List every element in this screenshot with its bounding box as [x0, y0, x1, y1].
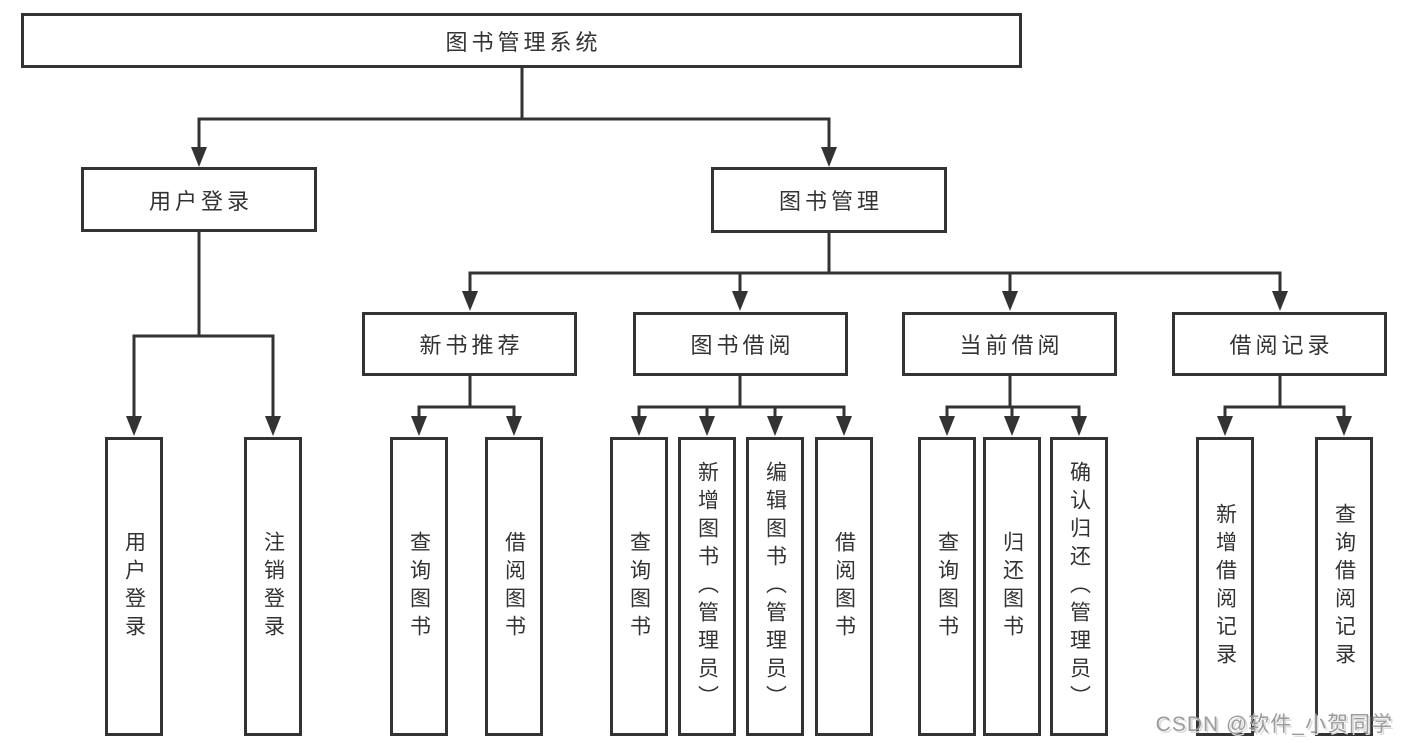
node-user-login: 用户登录 — [81, 167, 317, 232]
node-newbook-query-books: 查询图书 — [390, 437, 448, 736]
node-new-book-recommend: 新书推荐 — [362, 312, 577, 376]
node-book-management: 图书管理 — [711, 167, 947, 233]
node-logout-leaf: 注销登录 — [244, 437, 302, 736]
node-newbook-borrow-books: 借阅图书 — [485, 437, 543, 736]
node-borrow-books-leaf: 借阅图书 — [815, 437, 873, 736]
node-borrow-query-books: 查询图书 — [610, 437, 668, 736]
connector-book-mgmt-sections — [462, 231, 1288, 311]
node-library-management-system: 图书管理系统 — [21, 13, 1022, 68]
connector-new-book-children — [411, 374, 522, 436]
node-edit-books-admin: 编辑图书（管理员） — [746, 437, 804, 736]
node-add-borrow-record: 新增借阅记录 — [1196, 437, 1254, 736]
connector-borrow-records-children — [1217, 374, 1352, 436]
connector-user-login-children — [126, 230, 281, 436]
node-query-borrow-record: 查询借阅记录 — [1315, 437, 1373, 736]
node-return-books: 归还图书 — [983, 437, 1041, 736]
connector-current-borrow-children — [939, 374, 1087, 436]
node-current-borrow: 当前借阅 — [902, 312, 1117, 376]
node-book-borrow: 图书借阅 — [633, 312, 848, 376]
node-current-query-books: 查询图书 — [918, 437, 976, 736]
node-borrow-records: 借阅记录 — [1172, 312, 1387, 376]
node-user-login-leaf: 用户登录 — [105, 437, 163, 736]
node-confirm-return-admin: 确认归还（管理员） — [1050, 437, 1108, 736]
connector-root-to-level2 — [191, 66, 837, 167]
node-add-books-admin: 新增图书（管理员） — [678, 437, 736, 736]
connector-book-borrow-children — [631, 374, 852, 436]
csdn-watermark: CSDN @软件_小贺同学 — [1155, 713, 1393, 736]
